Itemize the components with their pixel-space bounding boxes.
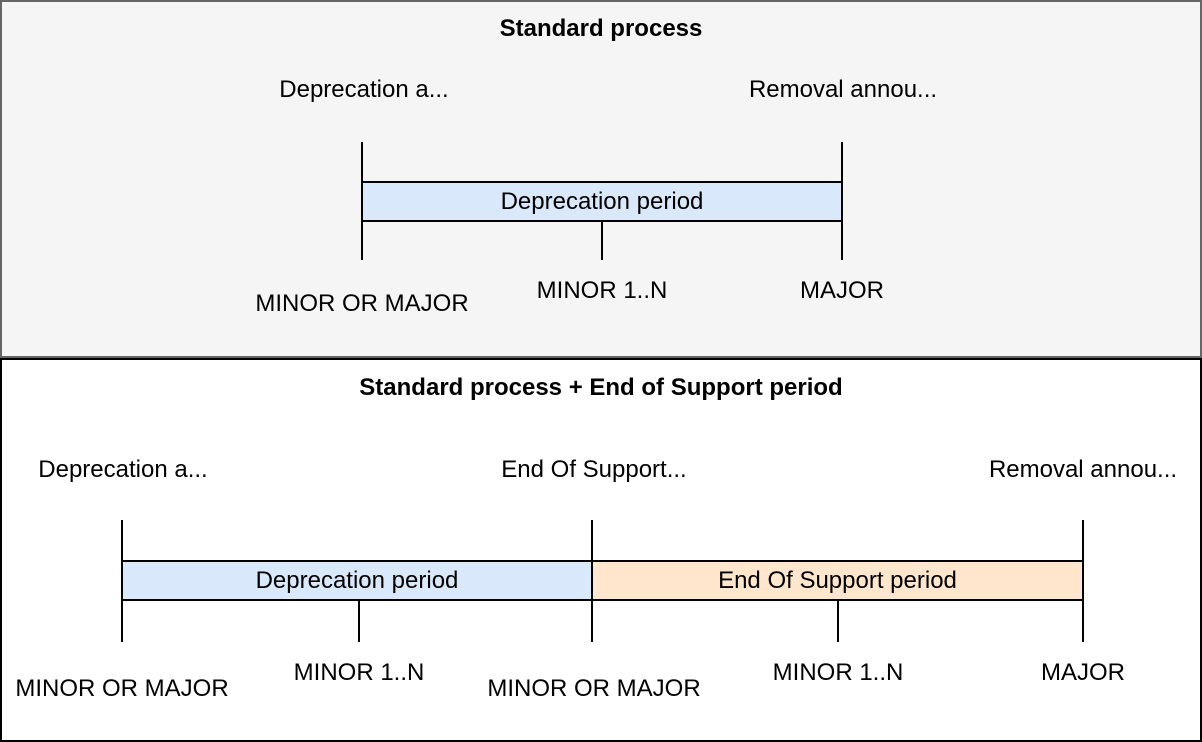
milestone-minor-or-major: MINOR OR MAJOR — [255, 290, 469, 317]
panel-title: Standard process + End of Support period — [359, 374, 843, 401]
milestone-minor-or-major-start: MINOR OR MAJOR — [15, 675, 229, 702]
milestone-minor-1n-first: MINOR 1..N — [293, 659, 425, 686]
annotation-deprecation-announcement: Deprecation a... — [279, 76, 449, 103]
tick-minor-1n — [601, 221, 603, 260]
tick-minor-1n-first — [358, 601, 360, 642]
deprecation-period-bar: Deprecation period — [361, 181, 843, 222]
annotation-end-of-support: End Of Support... — [501, 456, 687, 483]
panel-standard-process-with-eos: Standard process + End of Support period… — [0, 358, 1202, 742]
deprecation-period-bar-label: Deprecation period — [255, 566, 459, 594]
panel-standard-process: Standard process Deprecation a... Remova… — [0, 0, 1202, 358]
milestone-minor-or-major-middle: MINOR OR MAJOR — [487, 675, 701, 702]
annotation-removal-announcement: Removal annou... — [748, 76, 938, 103]
annotation-removal-announcement: Removal annou... — [988, 456, 1178, 483]
milestone-major: MAJOR — [1041, 659, 1125, 686]
panel-title: Standard process — [499, 15, 703, 42]
end-of-support-period-bar-label: End Of Support period — [718, 566, 957, 594]
annotation-deprecation-announcement: Deprecation a... — [38, 456, 208, 483]
deprecation-period-bar: Deprecation period — [121, 560, 593, 601]
milestone-minor-1n: MINOR 1..N — [536, 277, 668, 304]
tick-minor-1n-second — [837, 601, 839, 642]
deprecation-period-bar-label: Deprecation period — [500, 187, 704, 215]
milestone-major: MAJOR — [800, 277, 884, 304]
milestone-minor-1n-second: MINOR 1..N — [772, 659, 904, 686]
end-of-support-period-bar: End Of Support period — [591, 560, 1084, 601]
